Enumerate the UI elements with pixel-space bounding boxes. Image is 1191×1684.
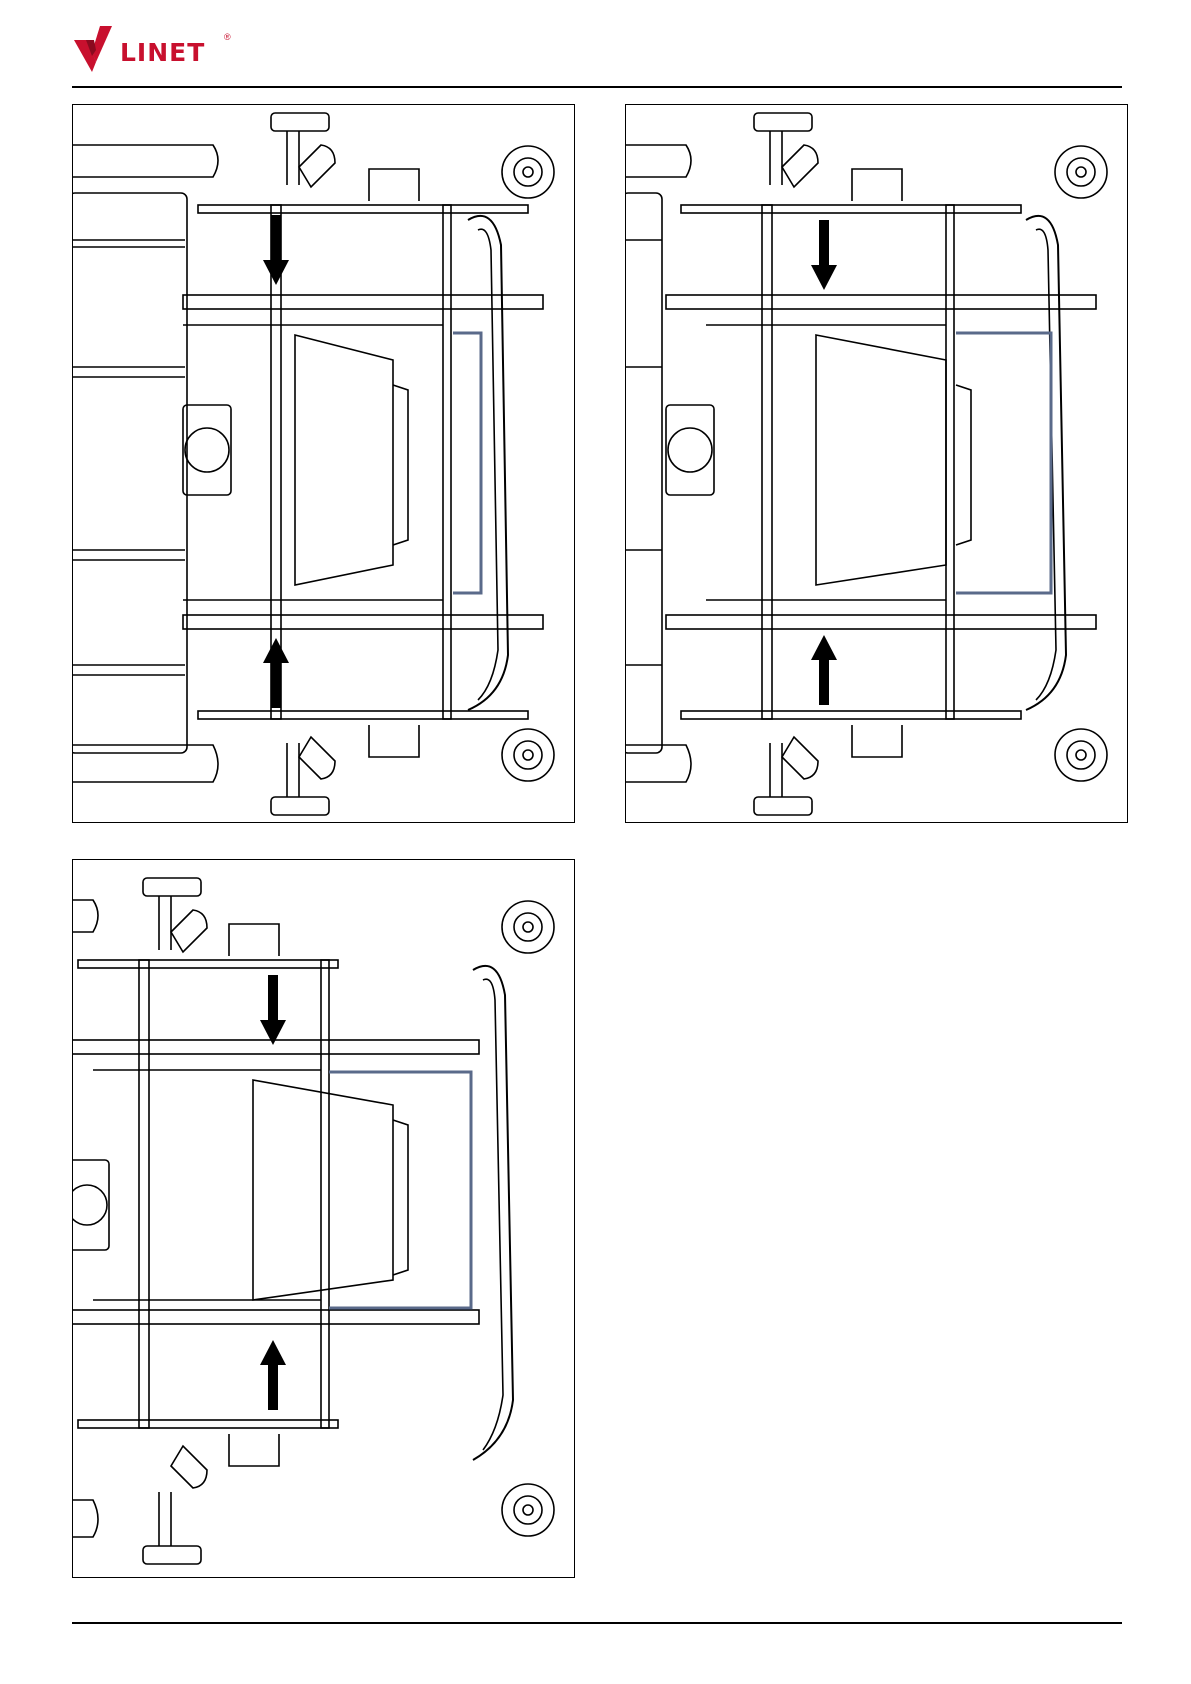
brand-name: LINET (120, 38, 205, 67)
bed-top-view-drawing (73, 105, 574, 822)
header-rule (72, 86, 1122, 88)
force-arrows (263, 215, 289, 708)
figure-bed-retracted (72, 104, 575, 823)
page-header: LINET ® (72, 22, 1122, 88)
bed-top-view-drawing (73, 860, 574, 1577)
bed-top-view-drawing (626, 105, 1127, 822)
linet-logo: LINET ® (72, 22, 242, 74)
force-arrows (811, 220, 837, 705)
footer-rule (72, 1622, 1122, 1624)
figure-bed-fully-extended (72, 859, 575, 1578)
figure-bed-extended (625, 104, 1128, 823)
registered-mark: ® (224, 32, 231, 42)
linet-logo-mark-icon (72, 22, 120, 74)
